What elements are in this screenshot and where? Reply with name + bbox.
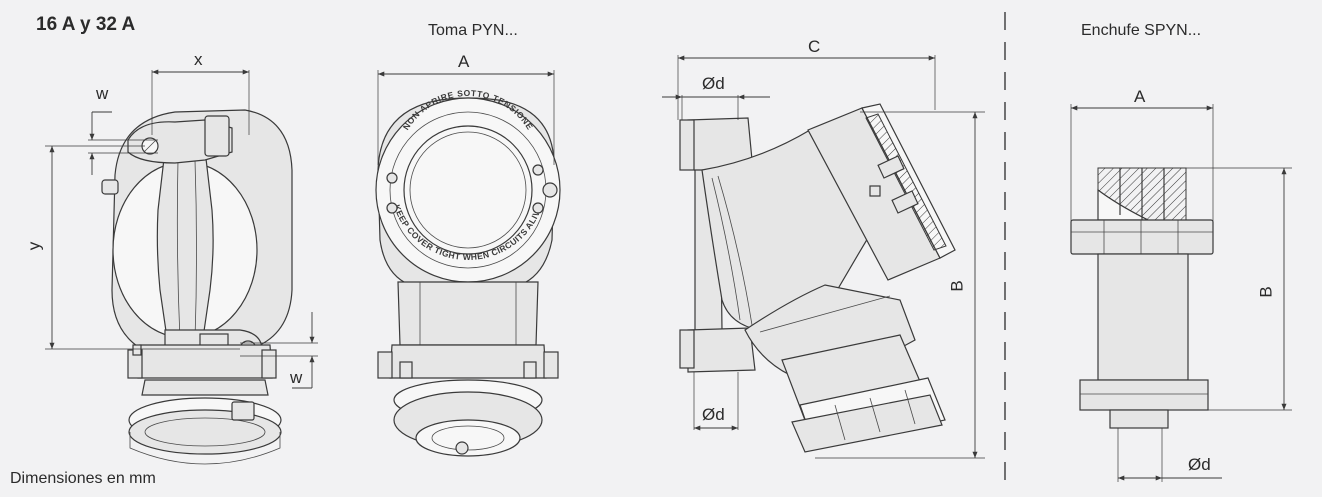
dim-label-d-enchufe: Ød (1188, 455, 1211, 474)
caption-enchufe: Enchufe SPYN... (1081, 22, 1202, 39)
dim-label-d-top: Ød (702, 74, 725, 93)
dim-label-y: y (24, 241, 44, 251)
dim-label-a-enchufe: A (1134, 87, 1146, 106)
page-heading: 16 A y 32 A (36, 14, 136, 35)
dim-label-a-toma: A (458, 52, 470, 71)
socket-side-view (45, 69, 318, 465)
caption-toma: Toma PYN... (428, 22, 518, 39)
footer-note: Dimensiones en mm (10, 470, 156, 487)
dim-label-x: x (194, 50, 203, 69)
dim-label-w-bottom: w (290, 368, 303, 387)
plug-side-view (1070, 104, 1292, 482)
dim-label-c: C (808, 37, 821, 56)
dim-label-w-top: w (96, 84, 109, 103)
dim-label-b-toma: B (947, 280, 967, 292)
dim-label-d-bottom: Ød (702, 405, 725, 424)
socket-front-view: NON APRIRE SOTTO TENSIONE KEEP COVER TIG… (375, 70, 561, 457)
socket-angled-side-view (662, 55, 985, 459)
dim-label-b-enchufe: B (1256, 286, 1276, 298)
